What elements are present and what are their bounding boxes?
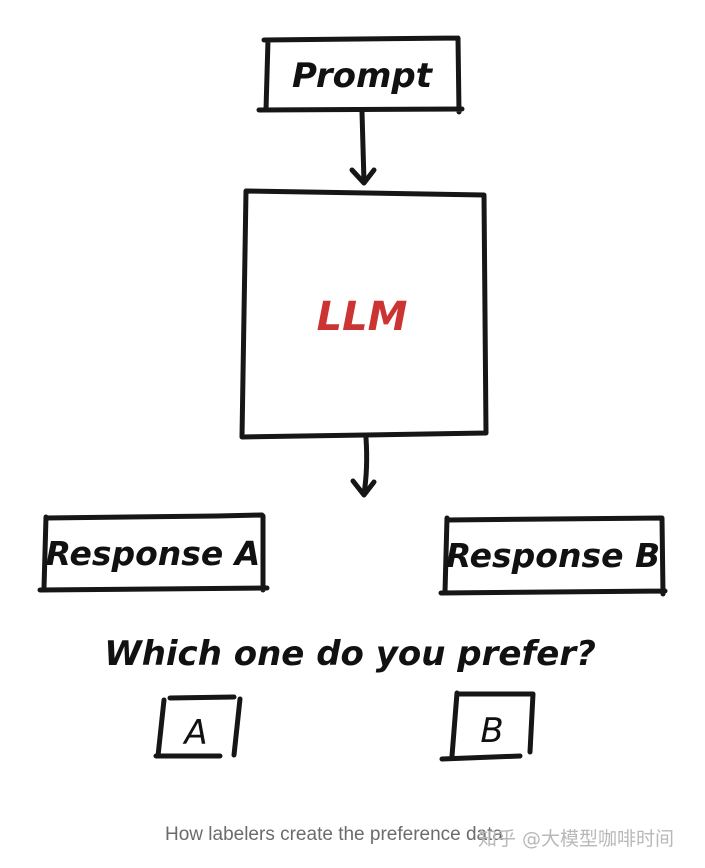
watermark: 知乎 @大模型咖啡时间 bbox=[478, 828, 675, 850]
choice-a-box[interactable]: A bbox=[153, 694, 243, 759]
arrow-head-icon bbox=[350, 478, 377, 498]
llm-box-outline bbox=[239, 188, 489, 440]
prompt-box-outline bbox=[256, 35, 465, 115]
llm-box: LLM bbox=[239, 188, 489, 440]
response-a-box: Response A bbox=[37, 512, 270, 593]
response-b-outline bbox=[438, 515, 668, 597]
arrow-shaft bbox=[361, 435, 370, 497]
choice-a-label: A bbox=[182, 713, 207, 753]
arrow-prompt-to-llm bbox=[349, 109, 377, 186]
choice-b-box[interactable]: B bbox=[439, 690, 536, 762]
choice-a-outline bbox=[153, 694, 243, 759]
response-b-label: Response B bbox=[446, 536, 660, 575]
preference-question: Which one do you prefer? bbox=[104, 634, 596, 674]
figure-caption: How labelers create the preference data bbox=[165, 824, 503, 845]
response-b-box: Response B bbox=[438, 515, 668, 597]
response-a-outline bbox=[37, 512, 270, 593]
prompt-label: Prompt bbox=[292, 56, 434, 96]
llm-label: LLM bbox=[317, 294, 408, 340]
response-a-label: Response A bbox=[46, 534, 261, 573]
choice-b-label: B bbox=[480, 711, 503, 751]
prompt-box: Prompt bbox=[256, 35, 465, 115]
choice-b-outline bbox=[439, 690, 536, 762]
arrow-shaft bbox=[359, 109, 367, 185]
arrow-head-icon bbox=[349, 167, 377, 186]
arrow-llm-to-responses bbox=[350, 435, 377, 498]
